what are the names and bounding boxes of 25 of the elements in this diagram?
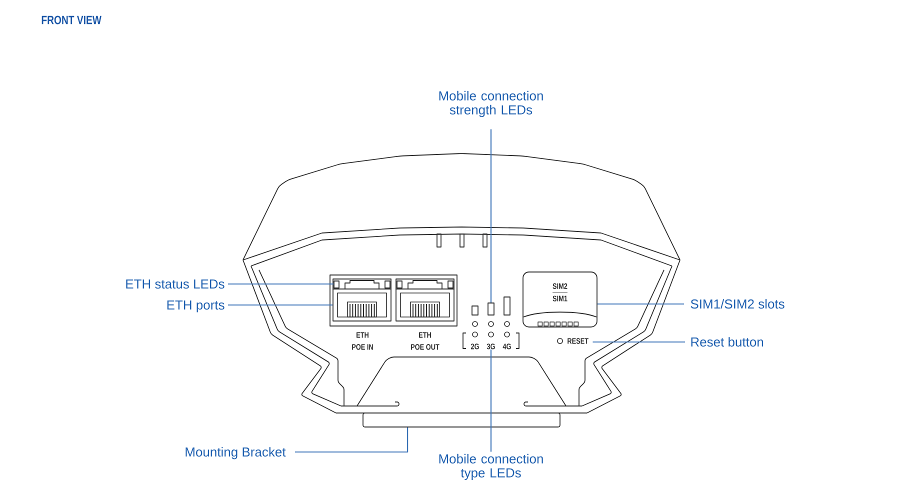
led-indicator [334,280,340,288]
leader-line [228,304,333,306]
callout-label: SIM1/SIM2 slots [690,299,784,309]
callout-label: Reset button [691,337,764,347]
leader-line [592,341,685,343]
leader-line [228,283,334,285]
mounting-bracket [362,412,560,428]
port-label: ETH POE OUT [411,332,440,350]
ethernet-port [332,288,392,322]
ethernet-port [396,288,454,322]
leader-line [490,129,492,303]
title: FRONT VIEW [42,16,102,24]
callout-label: ETH status LEDs [126,280,224,289]
device-label: RESET [568,338,588,344]
sim-slot: SIM2 SIM1 [522,272,598,328]
led-indicator [488,302,494,316]
callout-label: Mobile connection strength LEDs [439,90,543,118]
callout-label: ETH ports [167,300,224,312]
leader-line [490,350,492,452]
leader-line [295,427,408,453]
port-label: ETH POE IN [352,332,373,350]
callout-label: Mobile connection type LEDs [439,454,543,480]
leader-line [597,303,684,305]
led-group: 2G 3G 4G [462,321,520,350]
callout-label: Mounting Bracket [186,447,286,460]
